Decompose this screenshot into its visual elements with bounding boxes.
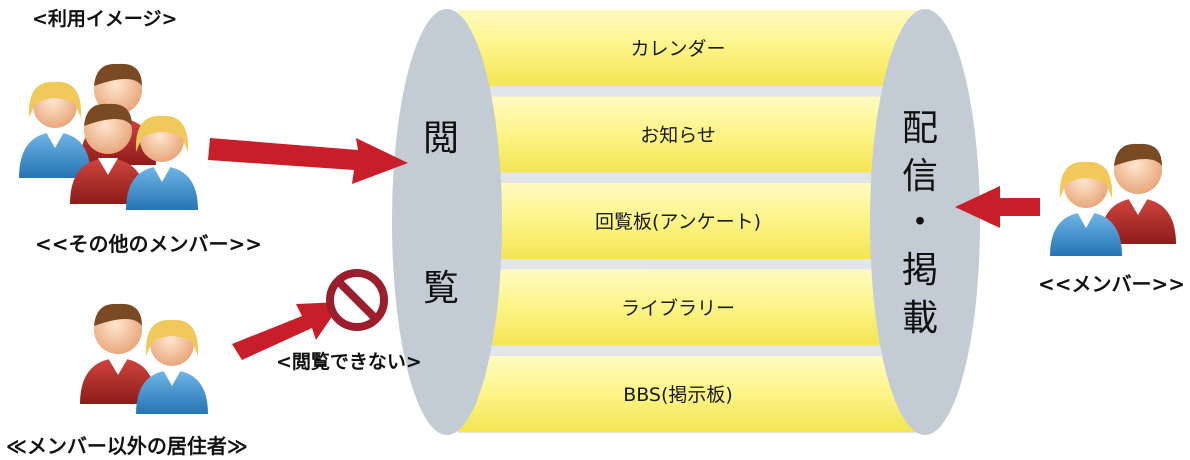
cannot-view-label: <閲覧できない> — [276, 351, 422, 373]
group-label-others: <<その他のメンバー>> — [35, 232, 263, 256]
arrow-nonmembers-blocked — [232, 302, 342, 360]
arrow-others-to-view — [208, 138, 408, 184]
view-label-char-1: 閲 — [423, 118, 459, 159]
page-title: <利用イメージ> — [32, 8, 178, 30]
service-label: 回覧板(アンケート) — [595, 211, 761, 233]
people-group-others-icon — [19, 63, 198, 210]
view-label-char-2: 覧 — [423, 268, 459, 309]
arrow-members-to-publish — [955, 186, 1040, 228]
publish-label-char-5: 載 — [902, 298, 938, 339]
publish-label-char-3: ・ — [902, 202, 938, 243]
service-band — [458, 183, 918, 259]
service-band — [458, 96, 918, 173]
group-label-members: <<メンバー>> — [1038, 272, 1186, 296]
group-label-nonmembers: ≪メンバー以外の居住者≫ — [6, 434, 248, 458]
service-band — [458, 356, 918, 432]
cylinder-left-cap — [392, 9, 502, 435]
service-band — [458, 269, 918, 346]
service-label: ライブラリー — [621, 297, 735, 320]
publish-label-char-1: 配 — [902, 108, 938, 149]
service-label: お知らせ — [640, 125, 716, 147]
people-group-nonmembers-icon — [80, 303, 208, 414]
prohibited-icon — [326, 269, 388, 331]
publish-label-char-4: 掲 — [902, 250, 938, 291]
cylinder-right-cap — [870, 9, 980, 435]
people-group-members-icon — [1050, 143, 1176, 256]
service-label: カレンダー — [630, 38, 725, 60]
service-band — [458, 10, 918, 86]
service-label: BBS(掲示板) — [623, 384, 733, 406]
publish-label-char-2: 信 — [902, 156, 938, 197]
